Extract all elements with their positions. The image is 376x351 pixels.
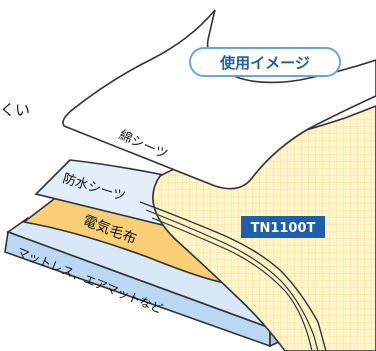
- product-edge-stroke: [139, 201, 327, 351]
- model-tag-box: [241, 216, 325, 238]
- badge-label: 使用イメージ: [219, 54, 310, 72]
- cropped-caption: くい: [0, 101, 30, 119]
- product-edge-stroke: [151, 217, 313, 351]
- usage-badge: 使用イメージ: [189, 47, 341, 77]
- model-tag-label: TN1100T: [251, 221, 316, 236]
- product-edge-stroke: [145, 209, 319, 351]
- model-tag: TN1100T: [241, 216, 325, 238]
- badge-pill: [189, 47, 341, 77]
